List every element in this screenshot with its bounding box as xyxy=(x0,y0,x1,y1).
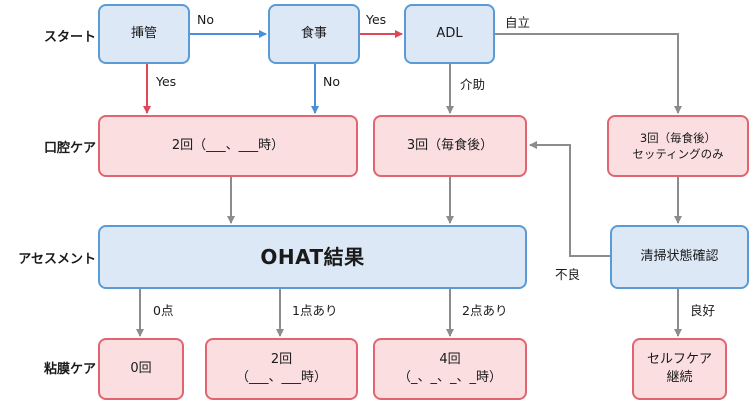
node-self-care-line1: セルフケア xyxy=(646,352,712,367)
row-label-assessment: アセスメント xyxy=(18,252,96,267)
edge-label-intubation-yes: Yes xyxy=(156,74,177,89)
edge-label-adl-assist: 介助 xyxy=(460,77,486,92)
node-self-care-line2: 継続 xyxy=(666,370,693,385)
edge-label-adl-independent: 自立 xyxy=(505,15,531,30)
edge-label-intubation-no: No xyxy=(197,12,214,27)
node-mucosa-4x-line1: 4回 xyxy=(439,352,461,367)
node-oral-care-3x-setting: 3回（毎食後） セッティングのみ xyxy=(607,115,749,177)
node-mucosa-2x-line2: （___、___時） xyxy=(235,370,327,385)
node-intubation-label: 挿管 xyxy=(130,26,157,41)
edge-adl-to-oral3-setting xyxy=(495,33,682,114)
edge-clean-to-oral3 xyxy=(529,141,610,257)
node-meal: 食事 xyxy=(268,4,360,64)
edge-label-score-0: 0点 xyxy=(153,303,174,318)
node-self-care: セルフケア 継続 xyxy=(632,338,727,400)
edge-label-good: 良好 xyxy=(690,303,716,318)
node-mucosa-0x: 0回 xyxy=(98,338,184,400)
node-ohat-result-label: OHAT結果 xyxy=(260,245,365,269)
node-oral-care-3x-setting-line1: 3回（毎食後） xyxy=(639,131,717,145)
node-mucosa-2x-line1: 2回 xyxy=(270,352,293,367)
node-mucosa-4x-line2: （_、_、_、_時） xyxy=(397,370,502,385)
edge-label-meal-no: No xyxy=(323,74,340,89)
node-oral-care-3x: 3回（毎食後） xyxy=(373,115,527,177)
node-meal-label: 食事 xyxy=(300,26,327,41)
edge-label-score-2: 2点あり xyxy=(462,303,508,318)
node-oral-care-3x-label: 3回（毎食後） xyxy=(406,138,494,153)
node-ohat-result: OHAT結果 xyxy=(98,225,527,289)
node-clean-check: 清掃状態確認 xyxy=(610,225,749,289)
node-mucosa-0x-label: 0回 xyxy=(130,361,152,376)
node-intubation: 挿管 xyxy=(98,4,190,64)
node-oral-care-2x: 2回（___、___時） xyxy=(98,115,358,177)
node-mucosa-4x: 4回 （_、_、_、_時） xyxy=(373,338,527,400)
edge-label-meal-yes: Yes xyxy=(366,12,387,27)
row-label-mucosa-care: 粘膜ケア xyxy=(43,362,96,377)
row-label-oral-care: 口腔ケア xyxy=(43,141,96,156)
row-label-start: スタート xyxy=(43,30,96,45)
node-oral-care-3x-setting-line2: セッティングのみ xyxy=(632,147,724,161)
node-adl-label: ADL xyxy=(436,26,463,41)
edge-label-poor: 不良 xyxy=(555,267,581,282)
node-mucosa-2x: 2回 （___、___時） xyxy=(205,338,358,400)
edge-label-score-1: 1点あり xyxy=(292,303,338,318)
node-oral-care-2x-label: 2回（___、___時） xyxy=(171,138,285,153)
node-adl: ADL xyxy=(404,4,495,64)
node-clean-check-label: 清掃状態確認 xyxy=(640,249,719,264)
